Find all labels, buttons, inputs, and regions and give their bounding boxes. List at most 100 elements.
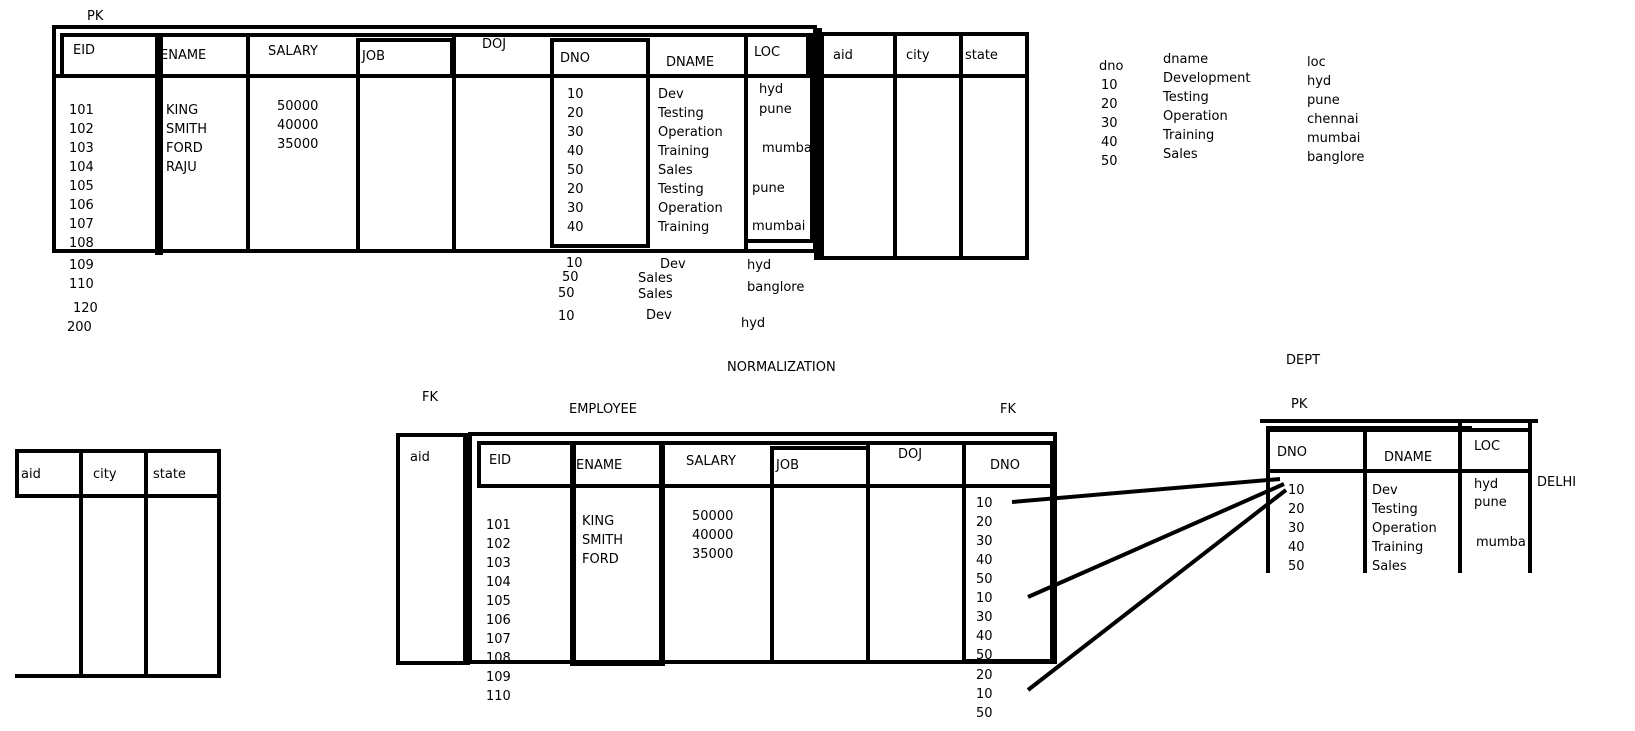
dept-list-loc: hyd pune chennai mumbai banglore: [1307, 74, 1365, 165]
below-dno: 10: [558, 309, 575, 324]
top-ename-column: KING SMITH FORD RAJU: [166, 103, 208, 175]
fk-label-right: FK: [1000, 402, 1017, 417]
top-dname-values: Dev Testing Operation Training Sales Tes…: [658, 87, 723, 235]
top-header-dname: DNAME: [666, 55, 715, 70]
dept-header-dname: DNAME: [1384, 450, 1433, 465]
dept-divider: [1266, 428, 1270, 573]
pk-label-top: PK: [87, 9, 104, 24]
addr-left-bottom: [15, 674, 221, 678]
addr-top-divider: [959, 32, 963, 258]
dept-list-dname: Development Testing Operation Training S…: [1163, 71, 1251, 162]
addr-left-edge: [15, 449, 19, 498]
dept-label: DEPT: [1286, 353, 1321, 368]
top-divider: [155, 33, 163, 255]
dept-divider: [1528, 419, 1532, 573]
fk-link-line: [1011, 477, 1281, 504]
top-divider: [356, 38, 360, 253]
dept-top-line: [1260, 419, 1538, 423]
below-loc: banglore: [747, 280, 805, 295]
employee-header-doj: DOJ: [898, 447, 923, 462]
addr-left-divider: [79, 449, 83, 678]
employee-divider: [570, 441, 576, 666]
dept-divider: [1363, 428, 1367, 573]
dept-list-header-loc: loc: [1307, 55, 1326, 70]
addr-top-header-city: city: [906, 48, 930, 63]
below-dno: 50: [558, 286, 575, 301]
top-eid-column: 101 102 103 104 105 106 107 108: [69, 103, 94, 251]
top-loc-value: pune: [752, 181, 785, 196]
top-dno-values: 10 20 30 40 50 20 30 40: [567, 87, 584, 235]
employee-dno-column-values: 10 20 30 40 50 10 30 40 50: [976, 496, 993, 663]
dept-divider: [1458, 419, 1462, 573]
addr-left-header-city: city: [93, 467, 117, 482]
below-dno: 50: [562, 270, 579, 285]
employee-divider: [770, 446, 774, 664]
top-salary-column: 50000 40000 35000: [277, 99, 319, 152]
dept-list-header-dname: dname: [1163, 52, 1209, 67]
addr-top-header-bottom: [820, 74, 1029, 78]
below-dname: Dev: [660, 257, 686, 272]
top-divider: [246, 33, 250, 253]
dept-header-loc: LOC: [1474, 439, 1501, 454]
dept-list-header-dno: dno: [1099, 59, 1124, 74]
top-eid-extra: 200: [67, 320, 92, 335]
delhi-label: DELHI: [1537, 475, 1577, 490]
normalization-label: NORMALIZATION: [727, 360, 836, 375]
top-header-loc: LOC: [754, 45, 781, 60]
below-dname: Sales: [638, 271, 673, 286]
addr-top-header-aid: aid: [833, 48, 853, 63]
pk-label-dept: PK: [1291, 397, 1308, 412]
below-loc: hyd: [747, 258, 772, 273]
addr-top-divider: [893, 32, 897, 258]
fk-label-left: FK: [422, 390, 439, 405]
top-eid-below: 109 110: [69, 258, 94, 292]
top-dno-column: [550, 38, 650, 248]
dept-header-dno: DNO: [1277, 445, 1307, 460]
top-header-doj: DOJ: [482, 37, 507, 52]
top-header-dno: DNO: [560, 51, 590, 66]
dept-loc-value: mumba: [1476, 535, 1526, 550]
dept-loc-value: pune: [1474, 495, 1507, 510]
below-dname: Dev: [646, 308, 672, 323]
employee-label: EMPLOYEE: [569, 402, 637, 417]
addr-left-header-aid: aid: [21, 467, 41, 482]
top-loc-value: pune: [759, 102, 792, 117]
fk-link-line: [1026, 488, 1288, 692]
addr-left-header-state: state: [153, 467, 186, 482]
addr-left-header-bottom: [15, 494, 221, 498]
dept-list-dno: 10 20 30 40 50: [1101, 78, 1118, 169]
top-header-job: JOB: [362, 49, 385, 64]
dept-loc-value: hyd: [1474, 477, 1499, 492]
employee-dno-column: [962, 441, 1054, 663]
addr-top-left-edge: [814, 28, 822, 260]
top-eid-extra: 120: [73, 301, 98, 316]
fk-link-line: [1027, 482, 1285, 599]
below-dno: 10: [566, 256, 583, 271]
addr-left-right-edge: [217, 449, 221, 678]
top-loc-value: mumbai: [752, 219, 806, 234]
top-loc-value: mumba: [762, 141, 812, 156]
employee-header-job: JOB: [776, 458, 799, 473]
employee-divider: [659, 441, 665, 666]
employee-divider: [866, 441, 870, 664]
employee-aid-right: [463, 433, 470, 665]
top-loc-value: hyd: [759, 82, 784, 97]
employee-header-salary: SALARY: [686, 454, 736, 469]
top-divider: [452, 33, 456, 253]
employee-ename-column: KING SMITH FORD: [582, 514, 624, 567]
employee-header-dno: DNO: [990, 458, 1020, 473]
addr-left-divider: [144, 449, 148, 678]
employee-salary-column: 50000 40000 35000: [692, 509, 734, 562]
employee-eid-column: 101 102 103 104 105 106 107 108: [486, 518, 511, 666]
top-loc-column: [744, 33, 814, 243]
employee-aid-header: aid: [410, 450, 430, 465]
employee-ename-bottom: [570, 660, 665, 666]
employee-header-eid: EID: [489, 453, 512, 468]
employee-eid-below: 109 110: [486, 670, 511, 704]
employee-header-ename: ENAME: [576, 458, 623, 473]
top-header-salary: SALARY: [268, 44, 318, 59]
top-header-ename: ENAME: [160, 48, 207, 63]
addr-left-top: [15, 449, 221, 453]
addr-top-header-state: state: [965, 48, 998, 63]
employee-table-frame: [468, 432, 1057, 664]
